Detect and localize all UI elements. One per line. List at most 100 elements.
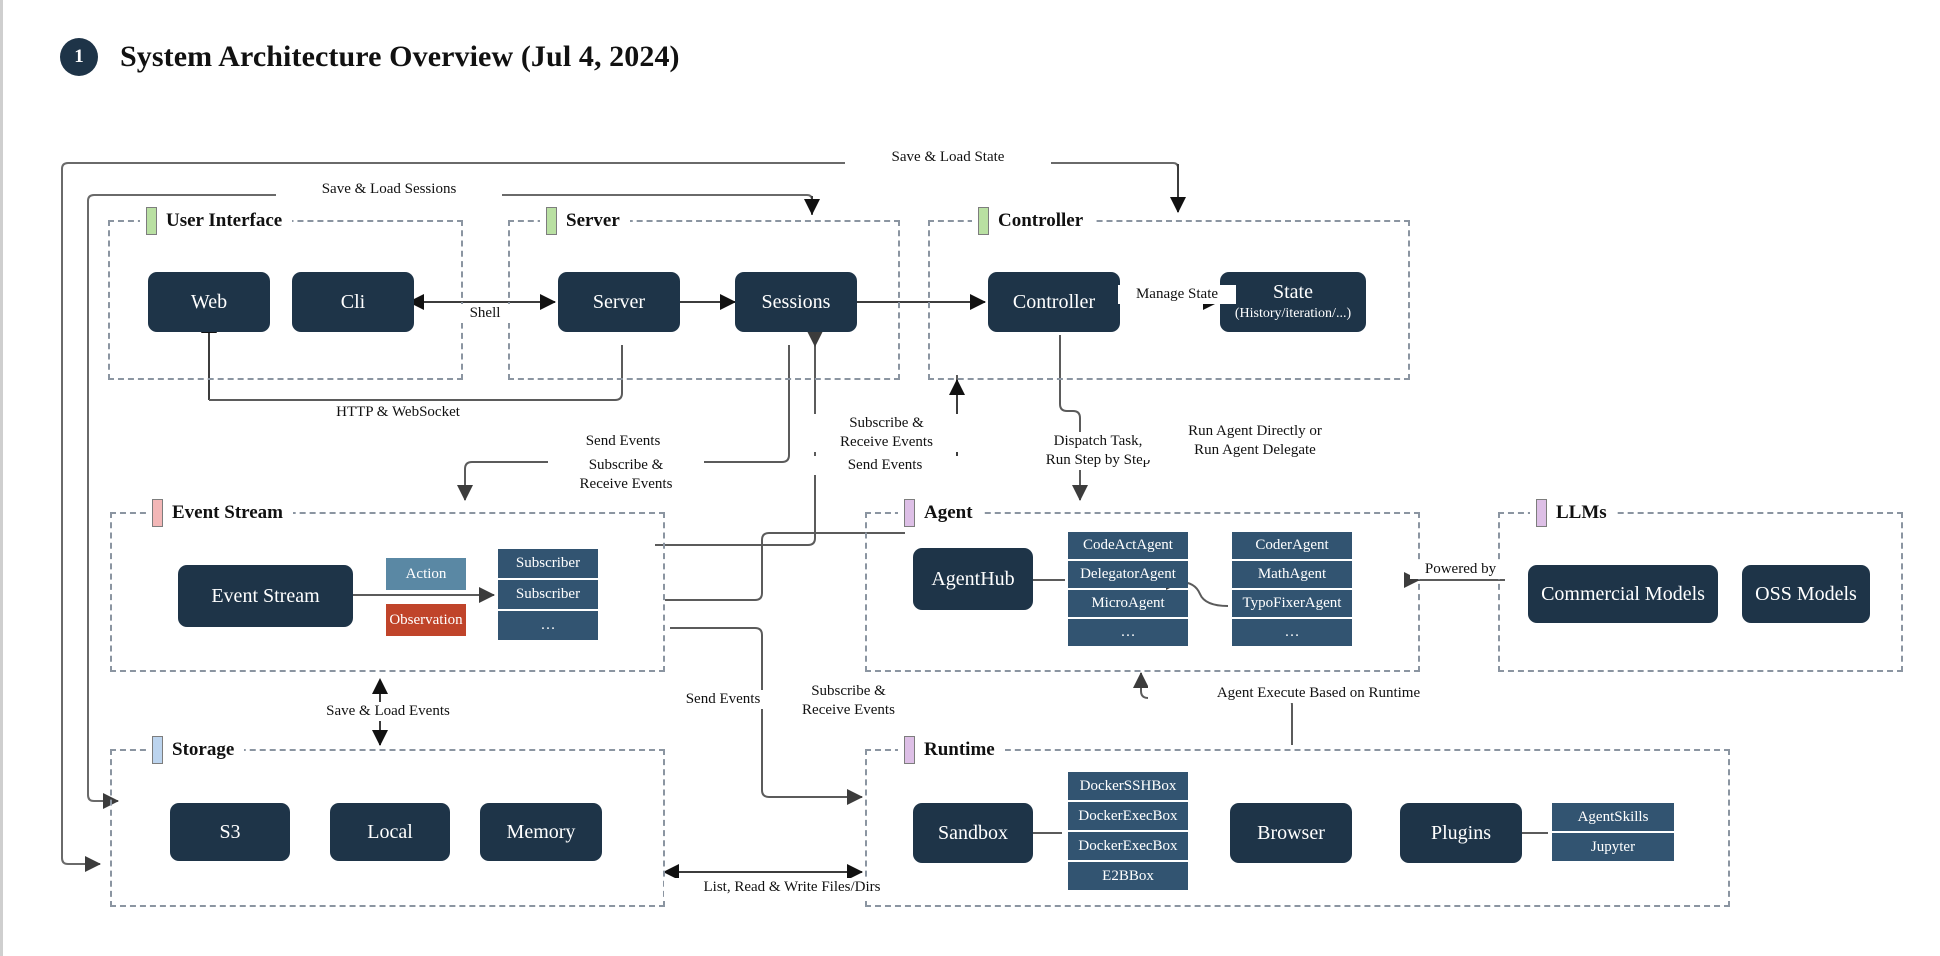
group-title-user-interface: User Interface [140,207,293,235]
node-commercial-models[interactable]: Commercial Models [1528,565,1718,623]
chip-e2bbox[interactable]: E2BBox [1068,862,1188,890]
edge-label-subscribe-receive-1: Subscribe & Receive Events [548,456,704,494]
node-label-cli: Cli [340,290,366,313]
edge-label-save-load-sessions: Save & Load Sessions [276,180,502,199]
node-label-server: Server [592,290,646,313]
chip-label-observation: Observation [389,611,463,628]
edge-label-save-load-events: Save & Load Events [290,702,486,721]
chip-dockersshbox[interactable]: DockerSSHBox [1068,772,1188,800]
edge-label-subscribe-receive-3: Subscribe & Receive Events [768,682,929,720]
node-controller[interactable]: Controller [988,272,1120,332]
accent-bar-controller [978,207,989,235]
chip-label-subscriber-2: Subscriber [515,586,581,602]
node-label-controller: Controller [1012,290,1096,313]
node-local[interactable]: Local [330,803,450,861]
node-label-oss-models: OSS Models [1755,582,1857,605]
chip-codeactagent[interactable]: CodeActAgent [1068,532,1188,559]
group-label-storage: Storage [172,739,235,760]
group-server [508,220,900,380]
page-left-rule [0,0,3,956]
chip-label-codeactagent: CodeActAgent [1083,537,1173,553]
chip-delegatoragent[interactable]: DelegatorAgent [1068,561,1188,588]
accent-bar-storage [152,736,163,764]
node-label-state: State [1273,281,1313,304]
group-controller [928,220,1410,380]
chip-label-mathagent: MathAgent [1257,566,1327,582]
node-agent-hub[interactable]: AgentHub [913,548,1033,610]
group-label-runtime: Runtime [924,739,995,760]
chip-agentskills[interactable]: AgentSkills [1552,803,1674,831]
edge-label-agent-execute: Agent Execute Based on Runtime [1148,684,1489,703]
accent-bar-runtime [904,736,915,764]
chip-jupyter[interactable]: Jupyter [1552,833,1674,861]
edge-label-shell: Shell [452,304,518,323]
edge-label-manage-state: Manage State [1118,285,1236,304]
node-browser[interactable]: Browser [1230,803,1352,863]
stack-event-types: Action Observation [386,558,466,636]
edge-label-subscribe-receive-2: Subscribe & Receive Events [806,414,967,452]
node-plugins[interactable]: Plugins [1400,803,1522,863]
chip-dockerexecbox-2[interactable]: DockerExecBox [1068,832,1188,860]
group-llms [1498,512,1903,672]
node-s3[interactable]: S3 [170,803,290,861]
stack-subscribers: Subscriber Subscriber … [498,549,598,640]
chip-coderagent[interactable]: CoderAgent [1232,532,1352,559]
chip-subscriber-1[interactable]: Subscriber [498,549,598,578]
chip-label-delegatoragent: DelegatorAgent [1080,566,1176,582]
node-memory[interactable]: Memory [480,803,602,861]
node-sandbox[interactable]: Sandbox [913,803,1033,863]
node-label-plugins: Plugins [1430,821,1492,844]
node-sublabel-state: (History/iteration/...) [1234,306,1352,322]
group-label-controller: Controller [998,210,1084,231]
edge-label-send-events-2: Send Events [812,456,958,475]
chip-label-e2bbox: E2BBox [1102,867,1154,884]
chip-agents-secondary-more[interactable]: … [1232,619,1352,646]
node-label-agent-hub: AgentHub [931,567,1015,590]
chip-typofixeragent[interactable]: TypoFixerAgent [1232,590,1352,617]
stack-sandboxes: DockerSSHBox DockerExecBox DockerExecBox… [1068,772,1188,890]
node-cli[interactable]: Cli [292,272,414,332]
node-sessions[interactable]: Sessions [735,272,857,332]
group-agent [865,512,1420,672]
group-label-user-interface: User Interface [166,210,283,231]
chip-subscriber-2[interactable]: Subscriber [498,580,598,609]
group-event-stream [110,512,665,672]
edge-label-save-load-state: Save & Load State [845,148,1051,167]
edge-label-send-events-3: Send Events [660,690,786,709]
page-title: System Architecture Overview (Jul 4, 202… [120,40,680,73]
node-server[interactable]: Server [558,272,680,332]
node-label-commercial-models: Commercial Models [1541,582,1705,605]
node-label-local: Local [367,820,413,843]
chip-agents-primary-more[interactable]: … [1068,619,1188,646]
chip-label-dockerexecbox-1: DockerExecBox [1078,807,1178,824]
node-label-event-stream: Event Stream [211,584,320,607]
chip-mathagent[interactable]: MathAgent [1232,561,1352,588]
chip-label-dockerexecbox-2: DockerExecBox [1078,837,1178,854]
chip-label-action: Action [405,565,447,582]
node-label-sessions: Sessions [761,290,831,313]
chip-microagent[interactable]: MicroAgent [1068,590,1188,617]
node-state[interactable]: State (History/iteration/...) [1220,272,1366,332]
group-title-agent: Agent [898,499,983,527]
page-header: 1 System Architecture Overview (Jul 4, 2… [60,38,680,76]
accent-bar-llms [1536,499,1547,527]
chip-action[interactable]: Action [386,558,466,590]
accent-bar-server [546,207,557,235]
edge-label-powered-by: Powered by [1410,560,1511,579]
chip-observation[interactable]: Observation [386,604,466,636]
node-label-memory: Memory [506,820,576,843]
group-label-agent: Agent [924,502,973,523]
chip-label-agents-primary-more: … [1120,624,1136,640]
chip-dockerexecbox-1[interactable]: DockerExecBox [1068,802,1188,830]
node-event-stream[interactable]: Event Stream [178,565,353,627]
node-oss-models[interactable]: OSS Models [1742,565,1870,623]
chip-subscriber-more[interactable]: … [498,611,598,640]
node-label-s3: S3 [219,820,241,843]
group-runtime [865,749,1730,907]
accent-bar-user-interface [146,207,157,235]
accent-bar-event-stream [152,499,163,527]
group-title-server: Server [540,207,630,235]
node-web[interactable]: Web [148,272,270,332]
chip-label-jupyter: Jupyter [1590,838,1636,855]
